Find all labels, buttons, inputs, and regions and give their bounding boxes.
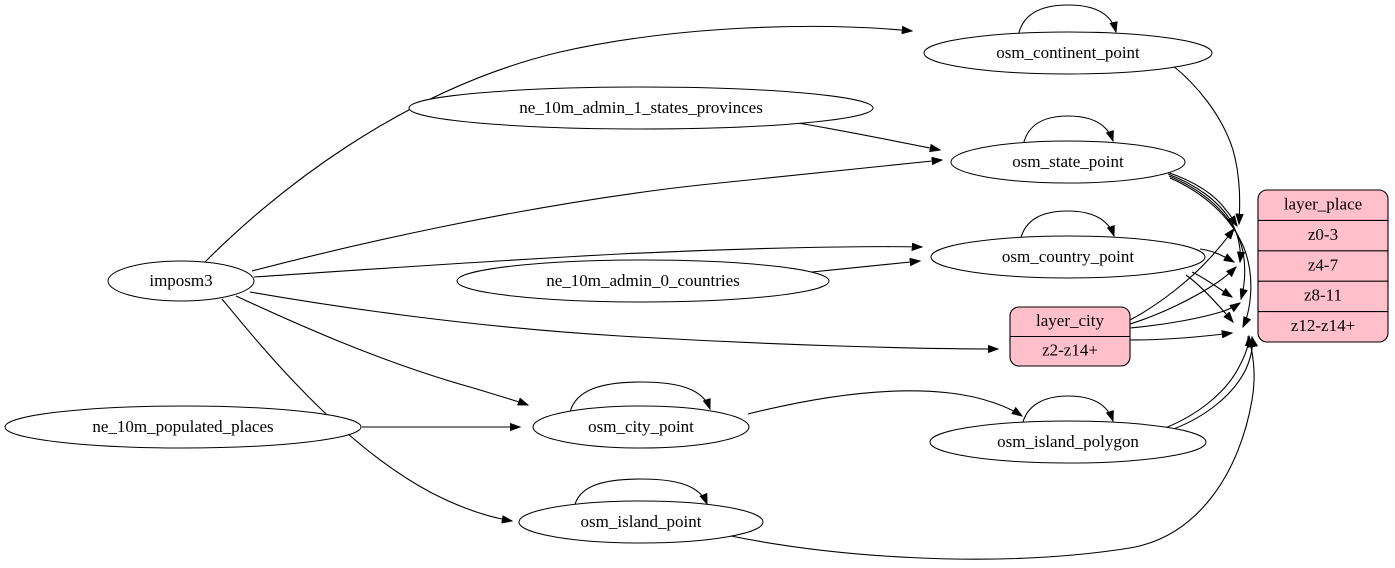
record-node-layer: layer_city z2-z14+ layer_place z0-3 z4-7… bbox=[1009, 189, 1389, 367]
node-osm_city_point-label: osm_city_point bbox=[588, 417, 694, 436]
edge-osm_island_point-to-layer_place-z12-z14 bbox=[730, 337, 1254, 560]
edge-osm_island_point-self-loop bbox=[573, 478, 708, 509]
node-osm_state_point[interactable]: osm_state_point bbox=[950, 140, 1186, 184]
edge-osm_continent_point-self-loop bbox=[1017, 4, 1116, 38]
node-osm_continent_point-label: osm_continent_point bbox=[996, 43, 1140, 62]
edge-osm_city_point-to-osm_island_polygon bbox=[747, 390, 1022, 416]
node-osm_island_point[interactable]: osm_island_point bbox=[518, 500, 764, 544]
edge-layer_city-to-layer_place-z4-7 bbox=[1129, 267, 1236, 325]
node-osm_island_point-label: osm_island_point bbox=[581, 512, 702, 531]
node-ne_10m_admin_1_states_provinces[interactable]: ne_10m_admin_1_states_provinces bbox=[408, 86, 874, 130]
node-ne_10m_admin_0_countries-label: ne_10m_admin_0_countries bbox=[546, 271, 740, 290]
node-osm_country_point-label: osm_country_point bbox=[1002, 247, 1134, 266]
record-row-layer_place-z4-7[interactable]: z4-7 bbox=[1308, 255, 1339, 274]
node-osm_continent_point[interactable]: osm_continent_point bbox=[923, 31, 1213, 75]
node-imposm3[interactable]: imposm3 bbox=[107, 260, 255, 302]
edge-osm_state_point-self-loop bbox=[1022, 115, 1113, 147]
edge-imposm3-to-layer_city bbox=[249, 291, 998, 349]
record-row-layer_place-z0-3[interactable]: z0-3 bbox=[1308, 225, 1338, 244]
record-node-layer_place[interactable]: layer_place z0-3 z4-7 z8-11 z12-z14+ bbox=[1257, 189, 1389, 343]
edge-osm_state_point-to-layer_place-z4-7 bbox=[1167, 173, 1240, 262]
node-osm_state_point-label: osm_state_point bbox=[1012, 152, 1124, 171]
edge-imposm3-to-osm_state_point bbox=[251, 160, 942, 272]
edge-layer_city-to-layer_place-z12-z14 bbox=[1129, 333, 1232, 341]
edge-imposm3-to-osm_continent_point bbox=[202, 25, 912, 265]
node-ne_10m_admin_1_states_provinces-label: ne_10m_admin_1_states_provinces bbox=[519, 98, 763, 117]
edge-ne_10m_admin_1_states_provinces-to-osm_state_point bbox=[797, 122, 940, 150]
edge-imposm3-to-osm_island_point bbox=[221, 298, 512, 521]
node-ne_10m_populated_places[interactable]: ne_10m_populated_places bbox=[4, 405, 362, 449]
edge-osm_island_polygon-to-layer_place-z12-z14 bbox=[1164, 336, 1249, 429]
edge-osm_island_polygon-to-layer_place-z12-z14-alt bbox=[1167, 337, 1252, 432]
node-osm_country_point[interactable]: osm_country_point bbox=[930, 235, 1206, 279]
ellipse-node-layer: imposm3 ne_10m_admin_1_states_provinces … bbox=[4, 31, 1213, 544]
edge-layer_city-to-layer_place-z0-3 bbox=[1129, 229, 1234, 321]
record-row-layer_place-header[interactable]: layer_place bbox=[1284, 194, 1362, 213]
edge-osm_continent_point-to-layer_place-z0-3 bbox=[1171, 64, 1240, 224]
node-osm_city_point[interactable]: osm_city_point bbox=[532, 405, 750, 449]
record-node-layer_city[interactable]: layer_city z2-z14+ bbox=[1009, 306, 1131, 367]
node-osm_island_polygon-label: osm_island_polygon bbox=[997, 432, 1139, 451]
record-row-layer_city-z2-z14[interactable]: z2-z14+ bbox=[1042, 340, 1098, 359]
node-imposm3-label: imposm3 bbox=[149, 271, 212, 290]
edge-osm_island_polygon-self-loop bbox=[1021, 395, 1113, 427]
edge-layer_city-to-layer_place-z8-11 bbox=[1129, 303, 1240, 329]
edge-osm_state_point-to-layer_place-z0-3 bbox=[1166, 171, 1237, 226]
edge-osm_country_point-to-layer_place-z4-7 bbox=[1199, 248, 1234, 262]
record-row-layer_place-z12-z14[interactable]: z12-z14+ bbox=[1291, 316, 1355, 335]
record-row-layer_place-z8-11[interactable]: z8-11 bbox=[1304, 286, 1342, 305]
edge-osm_country_point-self-loop bbox=[1019, 210, 1114, 242]
edge-layer bbox=[202, 4, 1254, 560]
edge-ne_10m_admin_0_countries-to-osm_country_point bbox=[811, 261, 920, 273]
edge-imposm3-to-osm_city_point bbox=[235, 295, 528, 406]
edge-osm_state_point-to-layer_place-z12-z14 bbox=[1169, 177, 1252, 327]
record-row-layer_city-header[interactable]: layer_city bbox=[1036, 311, 1104, 330]
node-osm_island_polygon[interactable]: osm_island_polygon bbox=[929, 420, 1207, 464]
edge-osm_city_point-self-loop bbox=[569, 381, 710, 413]
edge-imposm3-to-osm_country_point bbox=[253, 247, 922, 278]
node-ne_10m_populated_places-label: ne_10m_populated_places bbox=[92, 417, 273, 436]
node-ne_10m_admin_0_countries[interactable]: ne_10m_admin_0_countries bbox=[456, 259, 830, 303]
